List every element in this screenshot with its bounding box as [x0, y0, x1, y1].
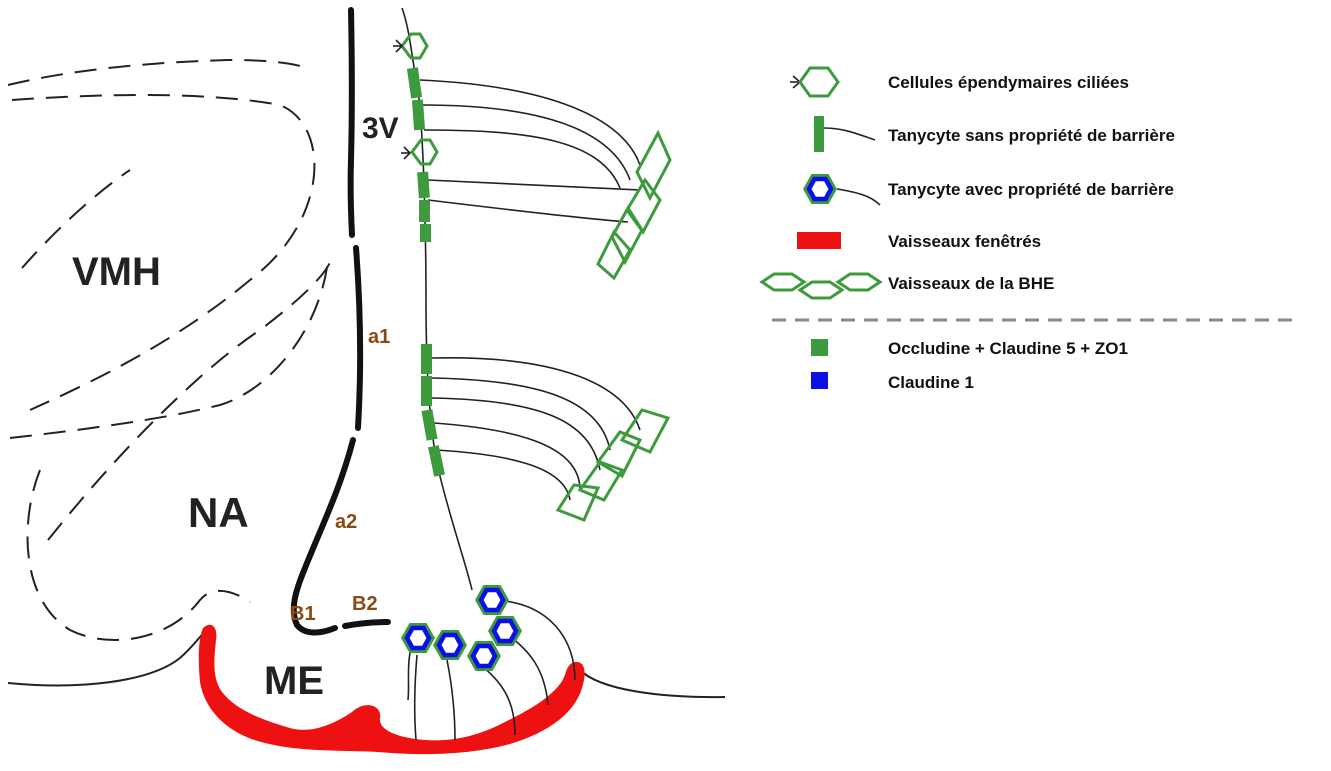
- tanycyte-bar: [421, 344, 432, 374]
- me-process-2: [447, 660, 455, 740]
- tanycyte-bar: [421, 376, 432, 406]
- bbb-vessel-hexagon: [622, 410, 668, 452]
- lower-green-tanycyte-bars: [421, 344, 445, 477]
- wall-segment-b2: [345, 622, 388, 626]
- tanycyte-bar: [419, 200, 430, 222]
- upper-process-4: [428, 180, 640, 190]
- left-ventral-outline: [8, 626, 210, 685]
- green-square-icon: [811, 339, 828, 356]
- vmh-upper-boundary: [8, 60, 300, 85]
- bbb-vessels-upper: [598, 133, 670, 278]
- tanycyte-bar: [407, 67, 422, 98]
- upper-tanycyte-processes: [420, 80, 640, 222]
- na-label: NA: [188, 489, 249, 536]
- lower-process-3: [432, 398, 600, 470]
- legend-label-non-barrier: Tanycyte sans propriété de barrière: [888, 126, 1175, 145]
- lower-process-1: [432, 358, 640, 430]
- tanycyte-bar: [412, 100, 425, 131]
- lower-process-5: [436, 450, 570, 500]
- legend-label-occludine: Occludine + Claudine 5 + ZO1: [888, 339, 1128, 358]
- ventricle-left-wall: [294, 10, 388, 633]
- barrier-tanycytes-me: [401, 585, 522, 671]
- wall-segment-upper: [351, 10, 352, 235]
- legend-item-bbb: Vaisseaux de la BHE: [762, 274, 1054, 298]
- segment-a1-label: a1: [368, 326, 390, 348]
- legend-item-fenestrated: Vaisseaux fenêtrés: [797, 232, 1041, 251]
- barrier-tanycyte-icon: [475, 585, 509, 615]
- bbb-vessels-lower: [558, 410, 668, 520]
- bbb-vessel-icon: [762, 274, 880, 298]
- third-ventricle-label: 3V: [362, 112, 399, 145]
- vmh-outer-boundary: [12, 95, 314, 410]
- segment-b2-label: B2: [352, 593, 378, 615]
- me-label: ME: [264, 659, 324, 703]
- bbb-vessel-hexagon: [580, 462, 622, 500]
- legend-item-non-barrier: Tanycyte sans propriété de barrière: [814, 116, 1175, 152]
- legend-label-barrier: Tanycyte avec propriété de barrière: [888, 180, 1174, 199]
- wall-segment-a1: [356, 248, 360, 428]
- bbb-vessel-hexagon: [637, 133, 670, 198]
- lower-tanycyte-processes: [432, 358, 640, 500]
- fenestrated-vessel-icon: [797, 232, 841, 249]
- non-barrier-tanycyte-icon: [814, 116, 824, 152]
- ciliated-cells-ventricle: [393, 34, 437, 164]
- upper-process-3: [424, 130, 620, 188]
- lower-process-2: [432, 378, 610, 450]
- vmh-to-na-boundary: [10, 260, 328, 438]
- segment-b1-label: B1: [290, 603, 316, 625]
- legend-label-claudine1: Claudine 1: [888, 373, 974, 392]
- tanycyte-bar: [421, 409, 437, 440]
- upper-process-1: [420, 80, 640, 165]
- legend-item-ciliated: Cellules épendymaires ciliées: [790, 68, 1129, 96]
- ciliated-ependymal-cell-icon: [402, 34, 427, 58]
- barrier-tanycyte-icon: [433, 630, 467, 660]
- legend-label-bbb: Vaisseaux de la BHE: [888, 274, 1054, 293]
- ventral-outline: [8, 626, 725, 697]
- nucleus-boundaries: [8, 60, 330, 640]
- legend-label-ciliated: Cellules épendymaires ciliées: [888, 73, 1129, 92]
- legend-item-barrier: Tanycyte avec propriété de barrière: [803, 174, 1174, 205]
- tanycyte-process-line: [824, 128, 875, 140]
- fenestrated-vessels: [199, 625, 585, 754]
- legend-label-fenestrated: Vaisseaux fenêtrés: [888, 232, 1041, 251]
- blue-square-icon: [811, 372, 828, 389]
- tanycyte-process-line: [837, 189, 880, 205]
- barrier-tanycyte-icon: [803, 174, 837, 204]
- vmh-label: VMH: [72, 250, 161, 294]
- barrier-tanycyte-icon: [401, 623, 435, 653]
- me-process-1: [415, 655, 417, 740]
- upper-process-2: [422, 105, 630, 180]
- segment-a2-label: a2: [335, 511, 357, 533]
- ciliated-ependymal-cell-icon: [800, 68, 838, 96]
- upper-green-tanycyte-bars: [407, 67, 431, 242]
- right-ventral-outline: [580, 670, 725, 697]
- tanycyte-bar: [417, 172, 430, 199]
- legend-item-occludine: Occludine + Claudine 5 + ZO1: [811, 339, 1128, 358]
- ciliated-ependymal-cell-icon: [412, 140, 437, 164]
- tanycyte-bar: [420, 224, 431, 242]
- legend-item-claudine1: Claudine 1: [811, 372, 974, 392]
- legend: Cellules épendymaires ciliées Tanycyte s…: [762, 68, 1300, 392]
- upper-process-5: [428, 200, 628, 222]
- barrier-tanycyte-icon: [467, 641, 501, 671]
